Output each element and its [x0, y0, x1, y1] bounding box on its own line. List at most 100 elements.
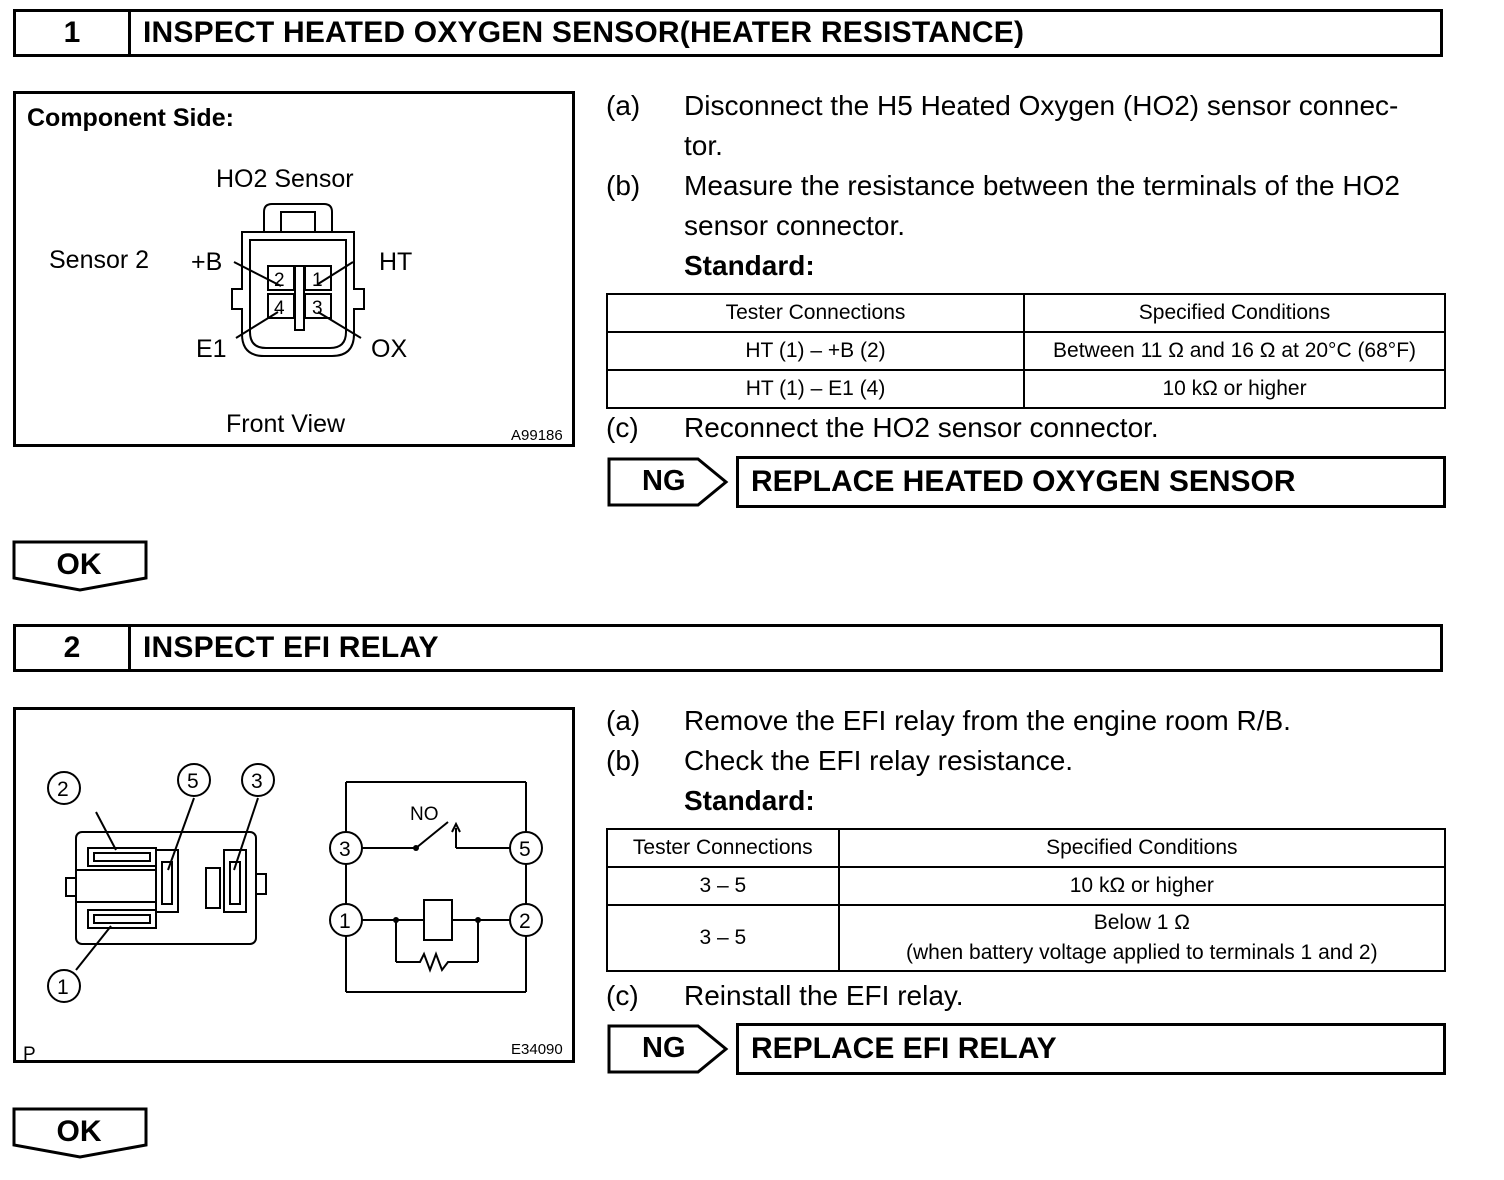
pin-plus-b-label: +B — [191, 248, 222, 276]
step2-spec-table: Tester Connections Specified Conditions … — [606, 828, 1447, 972]
terminal-label-3: 3 — [251, 770, 263, 793]
table-row: 3 – 5 10 kΩ or higher — [606, 866, 1447, 906]
relay-terminal-markers — [47, 763, 275, 1003]
instruction-text: Remove the EFI relay from the engine roo… — [684, 705, 1291, 736]
table-header: Tester Connections — [606, 828, 840, 868]
step1-ok-result: OK — [12, 540, 152, 594]
instruction-label: (c) — [606, 980, 639, 1011]
ho2-connector-drawing — [231, 203, 365, 357]
standard-label: Standard: — [684, 250, 815, 281]
table-row: HT (1) – +B (2) Between 11 Ω and 16 Ω at… — [605, 331, 1446, 371]
sensor-label: Sensor 2 — [49, 246, 149, 274]
instruction-item: (a) Disconnect the H5 Heated Oxygen (HO2… — [606, 86, 1451, 126]
no-contact-label: NO — [410, 804, 439, 825]
table-cell: 3 – 5 — [606, 866, 840, 906]
ok-arrow-icon — [12, 1107, 148, 1159]
pin-ox-label: OX — [371, 335, 407, 363]
instruction-text-cont: sensor connector. — [684, 210, 906, 241]
pin-num-3: 3 — [312, 298, 323, 319]
pin-num-4: 4 — [274, 298, 285, 319]
circuit-junctions — [393, 845, 481, 923]
ng-arrow-icon — [607, 457, 729, 507]
step2-number: 2 — [16, 627, 131, 669]
figure-heading: Component Side: — [27, 104, 234, 132]
ok-arrow-icon — [12, 540, 148, 592]
figure-code: E34090 — [511, 1041, 563, 1058]
ho2-sensor-figure: Component Side: HO2 Sensor Sensor 2 +B H… — [13, 91, 575, 447]
instruction-label: (a) — [606, 705, 641, 736]
connector-name: HO2 Sensor — [216, 165, 354, 193]
table-header-row: Tester Connections Specified Conditions — [606, 828, 1447, 868]
instruction-text: Reconnect the HO2 sensor connector. — [684, 412, 1159, 443]
pin-e1-label: E1 — [196, 335, 227, 363]
step1-header: 1 INSPECT HEATED OXYGEN SENSOR(HEATER RE… — [13, 9, 1443, 57]
instruction-item-cont: sensor connector. — [606, 206, 1451, 246]
ok-label: OK — [56, 548, 102, 581]
step2-final-instruction: (c) Reinstall the EFI relay. — [606, 976, 1451, 1016]
ng-label: NG — [642, 1032, 686, 1064]
table-cell-note: (when battery voltage applied to termina… — [906, 941, 1378, 964]
instruction-item: (a) Remove the EFI relay from the engine… — [606, 701, 1451, 741]
table-header-row: Tester Connections Specified Conditions — [605, 293, 1446, 333]
circuit-node-5: 5 — [519, 838, 531, 861]
terminal-label-2: 2 — [57, 778, 69, 801]
instruction-text: Disconnect the H5 Heated Oxygen (HO2) se… — [684, 90, 1399, 121]
figure-code: A99186 — [511, 427, 563, 444]
step1-number: 1 — [16, 12, 131, 54]
view-label: Front View — [226, 410, 346, 438]
instruction-text: Reinstall the EFI relay. — [684, 980, 964, 1011]
step1-spec-table: Tester Connections Specified Conditions … — [605, 293, 1446, 409]
instruction-label: (b) — [606, 745, 641, 776]
table-cell: HT (1) – E1 (4) — [605, 369, 1026, 409]
table-cell-line: Below 1 Ω — [1093, 911, 1190, 934]
step1-final-instruction: (c) Reconnect the HO2 sensor connector. — [606, 408, 1451, 448]
instruction-text: Check the EFI relay resistance. — [684, 745, 1074, 776]
figure-corner-label: P — [23, 1044, 36, 1065]
circuit-node-2: 2 — [519, 910, 531, 933]
instruction-text-cont: tor. — [684, 130, 723, 161]
table-cell: Below 1 Ω (when battery voltage applied … — [837, 904, 1447, 972]
instruction-item: (b) Check the EFI relay resistance. — [606, 741, 1451, 781]
instruction-label: (b) — [606, 170, 641, 201]
table-cell: 10 kΩ or higher — [837, 866, 1447, 906]
terminal-label-5: 5 — [187, 770, 199, 793]
table-cell: 10 kΩ or higher — [1023, 369, 1446, 409]
step1-ng-result: NG REPLACE HEATED OXYGEN SENSOR — [606, 456, 1446, 508]
instruction-item-cont: tor. — [606, 126, 1451, 166]
step2-ng-result: NG REPLACE EFI RELAY — [606, 1023, 1446, 1075]
terminal-label-1: 1 — [57, 976, 69, 999]
instruction-label: (a) — [606, 90, 641, 121]
relay-body-drawing — [65, 797, 267, 971]
ok-label: OK — [56, 1115, 102, 1148]
ng-action: REPLACE HEATED OXYGEN SENSOR — [736, 456, 1446, 508]
instruction-label: (c) — [606, 412, 639, 443]
standard-label: Standard: — [684, 785, 815, 816]
table-cell: HT (1) – +B (2) — [605, 331, 1026, 371]
pin-num-1: 1 — [312, 270, 323, 291]
step2-ok-result: OK — [12, 1107, 152, 1161]
efi-relay-figure: 2 5 3 1 — [13, 707, 575, 1065]
step1-title: INSPECT HEATED OXYGEN SENSOR(HEATER RESI… — [143, 16, 1025, 49]
ng-arrow-icon — [607, 1024, 729, 1074]
pin-num-2: 2 — [274, 270, 285, 291]
instruction-item: (b) Measure the resistance between the t… — [606, 166, 1451, 206]
table-header: Specified Conditions — [837, 828, 1447, 868]
instruction-text: Measure the resistance between the termi… — [684, 170, 1400, 201]
relay-circuit-schematic — [345, 781, 527, 993]
ng-label: NG — [642, 465, 686, 497]
step1-instructions: (a) Disconnect the H5 Heated Oxygen (HO2… — [606, 86, 1451, 286]
circuit-node-markers — [329, 831, 543, 937]
circuit-node-3: 3 — [339, 838, 351, 861]
table-header: Tester Connections — [605, 293, 1026, 333]
pin-ht-label: HT — [379, 248, 412, 276]
table-row: 3 – 5 Below 1 Ω (when battery voltage ap… — [606, 904, 1447, 972]
circuit-node-1: 1 — [339, 910, 351, 933]
table-header: Specified Conditions — [1023, 293, 1446, 333]
ng-action: REPLACE EFI RELAY — [736, 1023, 1446, 1075]
table-cell: Between 11 Ω and 16 Ω at 20°C (68°F) — [1023, 331, 1446, 371]
step2-header: 2 INSPECT EFI RELAY — [13, 624, 1443, 672]
step2-instructions: (a) Remove the EFI relay from the engine… — [606, 701, 1451, 821]
table-cell: 3 – 5 — [606, 904, 840, 972]
step2-title: INSPECT EFI RELAY — [143, 631, 439, 664]
table-row: HT (1) – E1 (4) 10 kΩ or higher — [605, 369, 1446, 409]
